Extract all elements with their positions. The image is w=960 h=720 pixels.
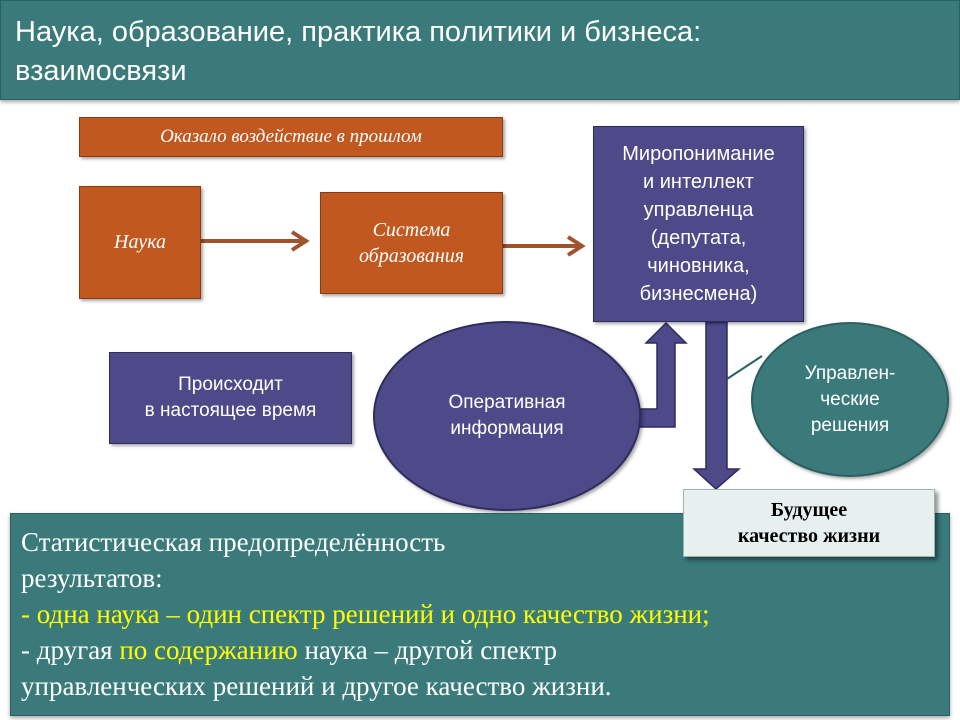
worldview-line-3: управленца — [643, 199, 754, 221]
science-box: Наука — [79, 186, 201, 299]
arrow-science-to-education — [201, 230, 310, 252]
conclusion-line-5: управленческих решений и другое качество… — [21, 671, 612, 701]
conclusion-line-1: Статистическая предопределённость — [21, 527, 446, 557]
decisions-callout-line — [726, 355, 763, 380]
future-line-2: качество жизни — [737, 525, 881, 547]
conclusion-line-3: - одна наука – один спектр решений и одн… — [21, 599, 710, 629]
conclusion-line-4-prefix: - другая — [21, 635, 120, 665]
conclusion-line-4-suffix: наука – другой спектр — [297, 635, 557, 665]
decisions-line-1: Управлен- — [804, 362, 896, 384]
present-line-2: в настоящее время — [144, 400, 317, 421]
operative-info-ellipse: Оперативная информация — [373, 321, 641, 511]
conclusion-line-4-highlight: по содержанию — [119, 635, 298, 665]
operative-line-2: информация — [450, 418, 564, 439]
present-time-box: Происходит в настоящее время — [109, 352, 352, 444]
worldview-line-1: Миропонимание — [622, 143, 775, 165]
past-influence-text: Оказало воздействие в прошлом — [160, 126, 422, 147]
conclusion-panel: Статистическая предопределённость резуль… — [10, 513, 950, 716]
past-influence-label: Оказало воздействие в прошлом — [79, 117, 503, 157]
future-quality-box: Будущее качество жизни — [683, 489, 935, 557]
worldview-line-4: (депутата, — [650, 227, 747, 249]
title-line-2: взаимосвязи — [15, 55, 187, 87]
title-line-1: Наука, образование, практика политики и … — [15, 16, 702, 48]
worldview-line-2: и интеллект — [643, 171, 754, 193]
operative-line-1: Оперативная — [448, 392, 566, 413]
worldview-line-6: бизнесмена) — [639, 283, 758, 305]
slide-title: Наука, образование, практика политики и … — [0, 0, 960, 100]
decisions-line-2: ческие — [820, 388, 880, 410]
present-line-1: Происходит — [178, 374, 283, 395]
future-line-1: Будущее — [770, 499, 848, 521]
education-line-1: Система — [372, 219, 451, 241]
conclusion-line-4: - другая по содержанию наука – другой сп… — [21, 632, 949, 668]
arrow-worldview-to-future — [692, 321, 742, 491]
management-decisions-ellipse: Управлен- ческие решения — [751, 322, 949, 477]
conclusion-line-2: результатов: — [21, 563, 163, 593]
decisions-line-3: решения — [810, 414, 890, 436]
worldview-line-5: чиновника, — [647, 255, 750, 277]
education-line-2: образования — [358, 245, 465, 267]
arrow-operative-to-worldview — [638, 321, 688, 428]
arrow-education-to-worldview — [503, 235, 586, 257]
education-system-box: Система образования — [320, 192, 503, 294]
worldview-box: Миропонимание и интеллект управленца (де… — [593, 126, 804, 322]
science-label: Наука — [114, 231, 166, 253]
